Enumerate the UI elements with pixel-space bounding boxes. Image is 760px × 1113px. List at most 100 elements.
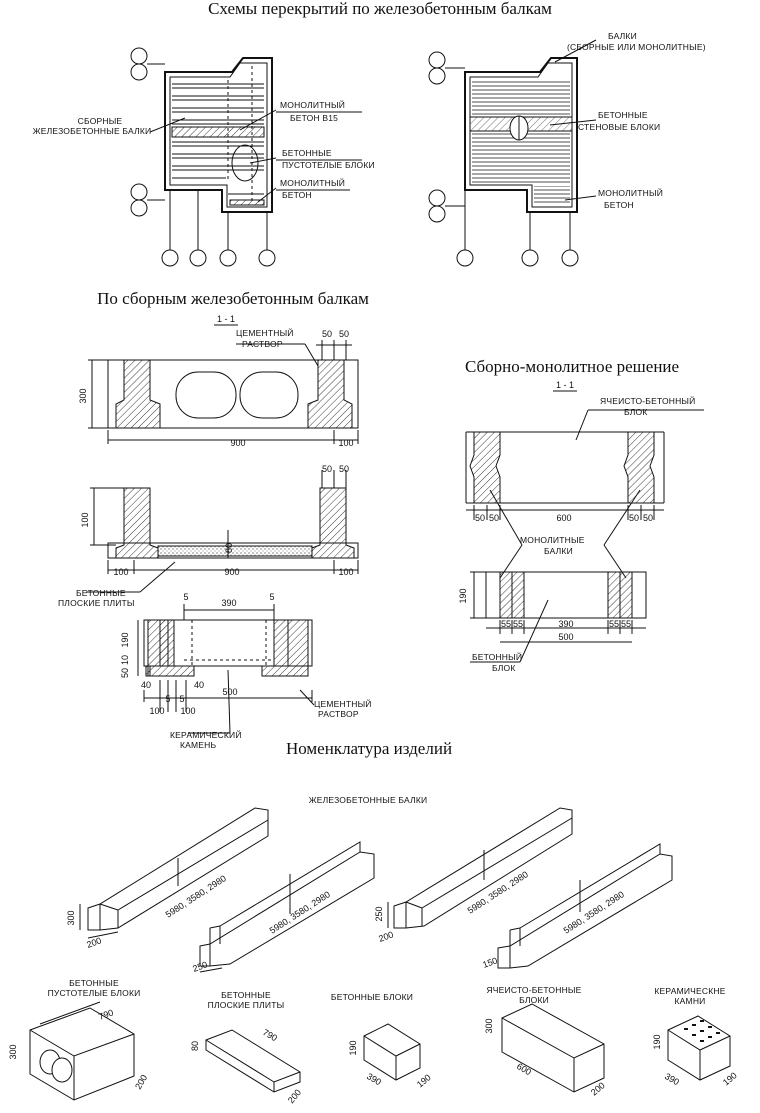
slab-dim-200: 200: [286, 1087, 303, 1105]
section-mark-precast: 1 - 1: [217, 314, 235, 324]
concrete-blocks-title: БЕТОННЫЕ БЛОКИ: [331, 992, 413, 1002]
precast-section-heading: По сборным железобетонным балкам: [97, 289, 369, 308]
label-monolithic-right-2: БЕТОН: [604, 200, 634, 210]
label-cement-mortar-bottom-1: ЦЕМЕНТНЫЙ: [314, 698, 372, 709]
dim-c1-c: 600: [556, 513, 571, 523]
dim-c2-a: 55: [501, 619, 511, 629]
dim-d1-height: 300: [78, 388, 88, 403]
dim-d3-5b: 5: [179, 694, 184, 704]
label-beams-note: (СБОРНЫЕ ИЛИ МОНОЛИТНЫЕ): [567, 42, 706, 52]
composite-detail-1: [465, 409, 704, 579]
concrete-block-drawing: [363, 1023, 421, 1081]
label-monolithic-beams-2: БАЛКИ: [544, 546, 573, 556]
ceramic-dim-190-a: 190: [652, 1034, 662, 1049]
block-dim-190-a: 190: [348, 1040, 358, 1055]
dim-d3-h190: 190: [120, 632, 130, 647]
label-beams: БАЛКИ: [608, 31, 637, 41]
beam-b-drawing: [199, 841, 375, 973]
dim-d2-right: 100: [338, 567, 353, 577]
hollow-blocks-title-2: ПУСТОТЕЛЫЕ БЛОКИ: [48, 988, 141, 998]
beam-a-width: 200: [85, 935, 103, 950]
dim-c2-e: 55: [621, 619, 631, 629]
dim-d2-span: 900: [224, 567, 239, 577]
precast-detail-2: [86, 470, 359, 593]
hollow-block-drawing: [29, 1001, 135, 1101]
plan-right: [428, 39, 597, 267]
precast-detail-3: [137, 604, 315, 734]
dim-d3-100a: 100: [149, 706, 164, 716]
dim-d3-5a: 5: [165, 694, 170, 704]
label-monolithic-left-2: БЕТОН: [282, 190, 312, 200]
section-mark-composite: 1 - 1: [556, 380, 574, 390]
ceramic-stones-title-2: КАМНИ: [675, 996, 706, 1006]
dim-d2-top-b: 50: [339, 464, 349, 474]
label-cement-mortar-bottom-2: РАСТВОР: [318, 709, 359, 719]
label-flat-slabs-1: БЕТОННЫЕ: [76, 588, 126, 598]
dim-d3-top-mid: 390: [221, 598, 236, 608]
label-hollow-blocks-1: БЕТОННЫЕ: [282, 148, 332, 158]
plan-left: [130, 47, 362, 267]
label-precast-beams-2: ЖЕЛЕЗОБЕТОННЫЕ БАЛКИ: [33, 126, 152, 136]
composite-detail-2: [470, 571, 647, 663]
beam-c-drawing: [387, 807, 573, 929]
hollow-dim-790: 790: [97, 1007, 115, 1022]
dim-c1-d: 50: [629, 513, 639, 523]
label-flat-slabs-2: ПЛОСКИЕ ПЛИТЫ: [58, 598, 135, 608]
label-wall-blocks-1: БЕТОННЫЕ: [598, 110, 648, 120]
aerated-blocks-title-2: БЛОКИ: [519, 995, 549, 1005]
main-title: Схемы перекрытий по железобетонным балка…: [208, 0, 552, 18]
label-monolithic-left-1: МОНОЛИТНЫЙ: [280, 177, 345, 188]
beam-b-width: 250: [191, 959, 209, 974]
precast-detail-1: [88, 340, 359, 444]
flat-slab-drawing: [205, 1029, 301, 1093]
flat-slabs-title-1: БЕТОННЫЕ: [221, 990, 271, 1000]
beam-d-width: 150: [481, 955, 499, 970]
dim-c2-height: 190: [458, 588, 468, 603]
beams-title: ЖЕЛЕЗОБЕТОННЫЕ БАЛКИ: [309, 795, 428, 805]
beam-a-height: 300: [66, 910, 76, 925]
dim-d1-top-a: 50: [322, 329, 332, 339]
beam-c-width: 200: [377, 929, 395, 944]
beam-d-drawing: [497, 843, 673, 969]
label-concrete-block-2: БЛОК: [492, 663, 516, 673]
dim-d3-span: 500: [222, 687, 237, 697]
ceramic-stone-drawing: [667, 1015, 731, 1081]
composite-section-heading: Сборно-монолитное решение: [465, 357, 679, 376]
dim-c2-c: 390: [558, 619, 573, 629]
hollow-dim-200: 200: [133, 1073, 149, 1091]
label-cement-mortar-top-2: РАСТВОР: [242, 339, 283, 349]
dim-c1-a: 50: [475, 513, 485, 523]
dim-c2-d: 55: [609, 619, 619, 629]
dim-d3-100b: 100: [180, 706, 195, 716]
slab-dim-790: 790: [261, 1027, 279, 1043]
label-ceramic-stone-1: КЕРАМИЧЕСКИЙ: [170, 729, 242, 740]
dim-d3-top-left: 5: [183, 592, 188, 602]
label-aerated-block-1: ЯЧЕИСТО-БЕТОННЫЙ: [600, 395, 695, 406]
flat-slabs-title-2: ПЛОСКИЕ ПЛИТЫ: [208, 1000, 285, 1010]
beam-c-height: 250: [374, 906, 384, 921]
label-ceramic-stone-2: КАМЕНЬ: [180, 740, 217, 750]
dim-d3-top-right: 5: [269, 592, 274, 602]
hollow-dim-300: 300: [8, 1044, 18, 1059]
label-precast-beams-1: СБОРНЫЕ: [78, 116, 123, 126]
dim-d2-slab: 80: [224, 543, 234, 553]
dim-c2-b: 55: [513, 619, 523, 629]
ceramic-stones-title-1: КЕРАМИЧЕСКНЕ: [654, 986, 725, 996]
label-wall-blocks-2: СТЕНОВЫЕ БЛОКИ: [578, 122, 660, 132]
dim-c2-span: 500: [558, 632, 573, 642]
label-aerated-block-2: БЛОК: [624, 407, 648, 417]
hollow-blocks-title-1: БЕТОННЫЕ: [69, 978, 119, 988]
dim-d2-top-a: 50: [322, 464, 332, 474]
dim-d2-height: 100: [80, 512, 90, 527]
beam-a-drawing: [79, 807, 269, 939]
label-monolithic-right-1: МОНОЛИТНЫЙ: [598, 187, 663, 198]
dim-d1-right: 100: [338, 438, 353, 448]
dim-d1-span: 900: [230, 438, 245, 448]
nomenclature-heading: Номенклатура изделий: [286, 739, 452, 758]
aerated-block-drawing: [501, 1003, 605, 1093]
dim-d3-h10: 10: [120, 655, 130, 665]
dim-d3-40-right: 40: [194, 680, 204, 690]
label-monolithic-beams-1: МОНОЛИТНЫЕ: [520, 535, 585, 545]
dim-d3-h50: 50: [120, 668, 130, 678]
